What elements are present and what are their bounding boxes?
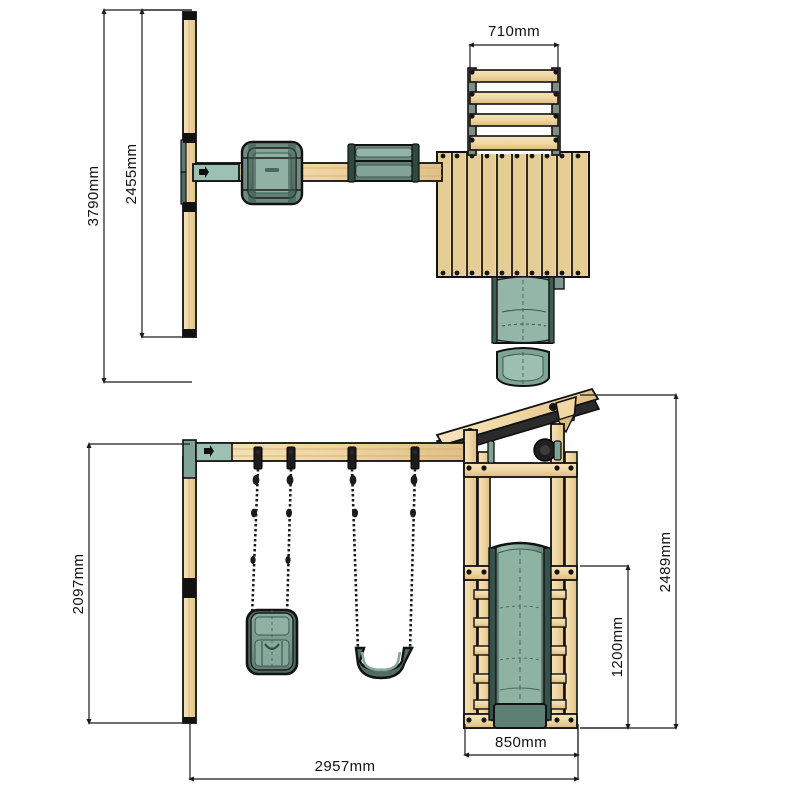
flat-swing-seat: [347, 143, 420, 183]
left-upright-beam: [180, 11, 197, 338]
slide: [488, 541, 552, 729]
baby-swing-seat: [245, 608, 299, 676]
dimension-overall-height: 2489mm: [580, 393, 679, 730]
dim-label-3790: 3790mm: [85, 166, 102, 227]
dim-label-850: 850mm: [495, 734, 547, 751]
plan-view: 3790mm 2455mm 710mm: [85, 8, 590, 388]
ladder-rungs: [467, 67, 561, 156]
dim-label-2455: 2455mm: [123, 144, 140, 205]
dimension-tower-width: 850mm: [463, 724, 580, 758]
left-post: [182, 439, 233, 724]
front-elevation: 2097mm 2489mm 1200mm 2957mm: [70, 387, 679, 782]
slide-plan: [491, 276, 565, 388]
corner-bracket: [192, 163, 240, 182]
steering-wheel: [533, 438, 562, 462]
dimension-overall-depth: 3790mm: [85, 8, 192, 384]
dim-label-2489: 2489mm: [657, 532, 674, 593]
baby-swing-seat: [240, 140, 304, 206]
dimension-overall-width: 2957mm: [188, 724, 580, 782]
dim-label-2097: 2097mm: [70, 554, 87, 615]
dim-label-1200: 1200mm: [609, 617, 626, 678]
dimension-beam-depth: 2455mm: [123, 8, 192, 339]
flat-seat-ropes: [350, 468, 417, 651]
swing-beam: [195, 442, 465, 462]
dimension-ladder-width: 710mm: [468, 23, 560, 74]
flat-swing-seat: [354, 646, 414, 680]
dim-label-2957: 2957mm: [315, 758, 376, 775]
dimension-platform-height: 1200mm: [580, 564, 631, 730]
rope-connectors: [250, 475, 418, 564]
dim-label-710: 710mm: [488, 23, 540, 40]
deck-platform: [436, 151, 590, 278]
dimension-swing-beam-height: 2097mm: [70, 442, 190, 725]
